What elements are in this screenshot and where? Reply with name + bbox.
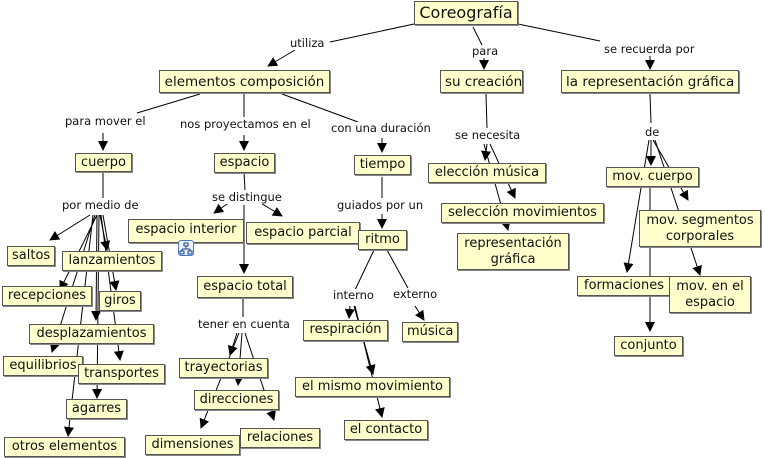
node-lanzamientos[interactable]: lanzamientos bbox=[62, 251, 162, 271]
node-mov-segmentos-text: mov. segmentos corporales bbox=[646, 213, 754, 244]
node-espacio-parcial[interactable]: espacio parcial bbox=[246, 222, 360, 244]
node-eleccion-musica[interactable]: elección música bbox=[428, 163, 546, 183]
node-la-representacion-grafica[interactable]: la representación gráfica bbox=[561, 70, 739, 93]
node-respiracion[interactable]: respiración bbox=[303, 320, 388, 341]
node-trayectorias[interactable]: trayectorias bbox=[179, 358, 268, 378]
node-recepciones[interactable]: recepciones bbox=[2, 286, 92, 306]
node-ritmo[interactable]: ritmo bbox=[358, 230, 407, 250]
node-musica[interactable]: música bbox=[402, 322, 458, 342]
node-mov-cuerpo[interactable]: mov. cuerpo bbox=[606, 167, 699, 187]
sub-map-glyph bbox=[179, 242, 193, 255]
node-otros-elementos[interactable]: otros elementos bbox=[4, 437, 125, 457]
link-label-por-medio-de: por medio de bbox=[61, 198, 140, 212]
node-relaciones[interactable]: relaciones bbox=[240, 428, 320, 448]
node-el-mismo-movimiento[interactable]: el mismo movimiento bbox=[295, 377, 450, 397]
link-label-de: de bbox=[644, 125, 661, 139]
node-mov-en-el-espacio-text: mov. en el espacio bbox=[676, 279, 744, 310]
node-coreografia[interactable]: Coreografía bbox=[414, 1, 518, 25]
node-representacion-grafica-text: representación gráfica bbox=[464, 236, 562, 267]
link-label-se-necesita: se necesita bbox=[454, 128, 522, 142]
node-agarres[interactable]: agarres bbox=[66, 399, 127, 419]
link-label-para-mover-el: para mover el bbox=[64, 114, 147, 128]
node-representacion-grafica[interactable]: representación gráfica bbox=[457, 233, 569, 270]
link-label-nos-proyectamos: nos proyectamos en el bbox=[179, 117, 312, 131]
link-label-interno: interno bbox=[332, 288, 375, 302]
node-transportes[interactable]: transportes bbox=[78, 364, 165, 384]
node-conjunto[interactable]: conjunto bbox=[614, 336, 683, 356]
link-label-para: para bbox=[471, 44, 500, 58]
node-mov-en-el-espacio[interactable]: mov. en el espacio bbox=[669, 276, 751, 313]
node-direcciones[interactable]: direcciones bbox=[194, 390, 279, 410]
link-label-con-una-duracion: con una duración bbox=[330, 121, 432, 135]
link-label-se-recuerda-por: se recuerda por bbox=[603, 42, 696, 56]
node-saltos[interactable]: saltos bbox=[7, 246, 55, 266]
node-espacio[interactable]: espacio bbox=[214, 153, 275, 173]
node-su-creacion[interactable]: su creación bbox=[440, 70, 523, 93]
node-formaciones[interactable]: formaciones bbox=[577, 276, 671, 296]
node-equilibrios[interactable]: equilibrios bbox=[3, 356, 83, 376]
node-seleccion-movimientos[interactable]: selección movimientos bbox=[441, 203, 604, 223]
link-label-externo: externo bbox=[392, 287, 439, 301]
link-label-se-distingue: se distingue bbox=[211, 190, 283, 204]
node-espacio-interior[interactable]: espacio interior bbox=[128, 219, 244, 243]
node-desplazamientos[interactable]: desplazamientos bbox=[29, 324, 154, 344]
link-label-tener-en-cuenta: tener en cuenta bbox=[197, 317, 291, 331]
node-tiempo[interactable]: tiempo bbox=[354, 155, 411, 175]
node-cuerpo[interactable]: cuerpo bbox=[75, 153, 132, 172]
link-label-guiados-por-un: guiados por un bbox=[336, 198, 425, 212]
node-espacio-total[interactable]: espacio total bbox=[197, 276, 293, 298]
node-el-contacto[interactable]: el contacto bbox=[344, 420, 428, 440]
node-dimensiones[interactable]: dimensiones bbox=[145, 435, 240, 455]
node-elementos-composicion[interactable]: elementos composición bbox=[159, 70, 330, 93]
node-giros[interactable]: giros bbox=[99, 291, 141, 311]
node-mov-segmentos-corporales[interactable]: mov. segmentos corporales bbox=[639, 210, 761, 247]
link-label-utiliza: utiliza bbox=[289, 36, 326, 50]
sub-map-icon[interactable] bbox=[178, 240, 194, 256]
